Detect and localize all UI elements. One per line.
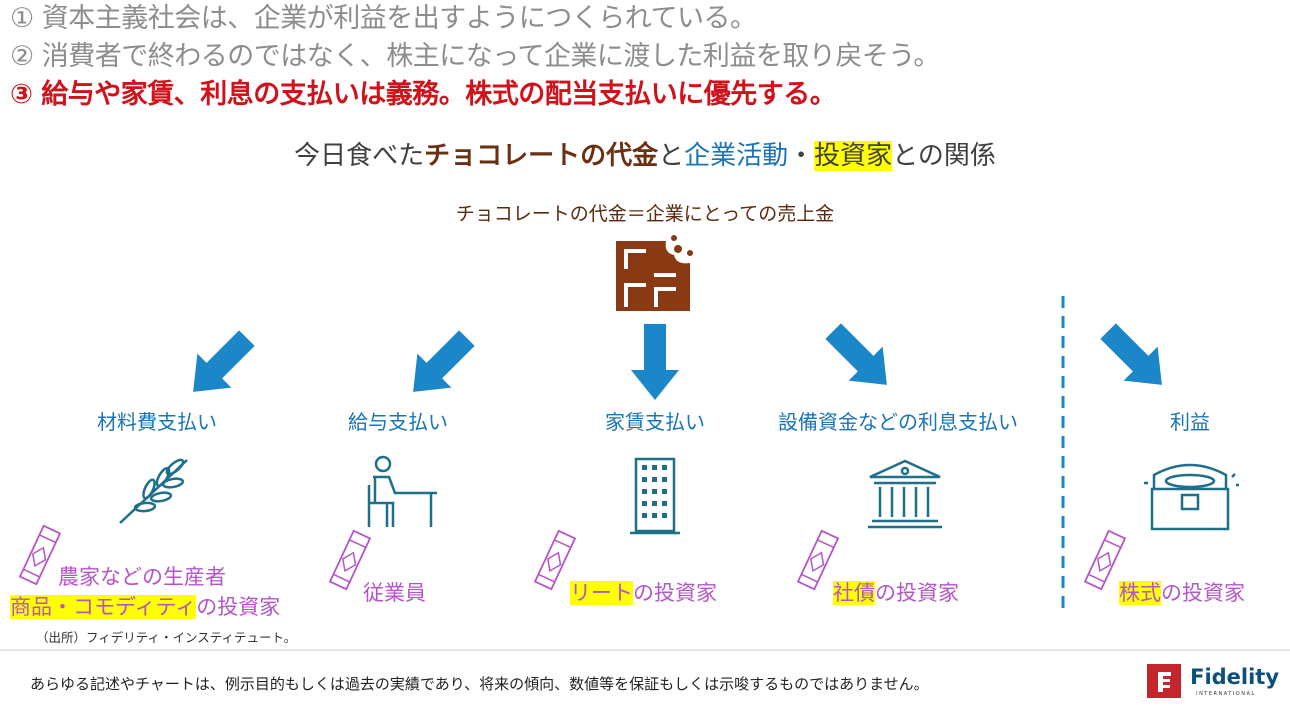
flow-label-interest: 設備資金などの利息支払い [778, 410, 1018, 434]
bank-icon [868, 459, 942, 529]
chocolate-wrapper-icon [328, 529, 372, 591]
title-chocolate: チョコレートの代金 [424, 141, 659, 171]
divider-dashed-line [1061, 296, 1065, 608]
title-and: と [658, 141, 685, 171]
chocolate-wrapper-icon [796, 529, 840, 591]
source-note: （出所）フィデリティ・インスティテュート。 [36, 630, 297, 645]
recipient-farmers: 農家などの生産者 [58, 565, 226, 589]
title-investor: 投資家 [814, 141, 893, 171]
fidelity-logo: Fidelity INTERNATIONAL [1147, 664, 1279, 698]
recipient-bond-investors: 社債の投資家 [833, 580, 959, 606]
worker-desk-icon [367, 455, 437, 527]
recipient-stock-investors: 株式の投資家 [1119, 580, 1245, 606]
flow-label-materials: 材料費支払い [97, 410, 217, 434]
recipient-suffix: の投資家 [196, 595, 281, 619]
title-pre: 今日食べた [294, 141, 425, 171]
chocolate-wrapper-icons [18, 524, 1127, 591]
flow-label-profit: 利益 [1170, 410, 1210, 434]
point-3: ③ 給与や家賃、利息の支払いは義務。株式の配当支払いに優先する。 [10, 79, 837, 110]
arrow-profit [1100, 323, 1162, 385]
treasure-chest-icon [1144, 463, 1239, 531]
title-corporate: 企業活動 [684, 141, 789, 171]
logo-sub: INTERNATIONAL [1196, 690, 1256, 697]
title-post: との関係 [892, 141, 996, 171]
arrow-rent [631, 324, 679, 400]
chocolate-icon [616, 235, 693, 311]
recipient-reit-investors: リートの投資家 [570, 580, 717, 606]
wheat-icon [119, 458, 188, 524]
highlight-stock: 株式 [1119, 581, 1161, 605]
recipient-suffix: の投資家 [875, 581, 959, 605]
title-dot: ・ [788, 141, 815, 171]
building-icon [630, 457, 680, 535]
highlight-bond: 社債 [833, 581, 875, 605]
arrow-materials [193, 330, 255, 392]
flow-label-salary: 給与支払い [348, 410, 448, 434]
arrow-interest [825, 323, 887, 385]
highlight-commodity: 商品・コモディティ [10, 595, 197, 619]
diagram-title: 今日食べたチョコレートの代金と企業活動・投資家との関係 [0, 140, 1290, 172]
recipient-commodity-investors: 商品・コモディティの投資家 [10, 594, 280, 620]
chocolate-wrapper-icon [1083, 529, 1127, 591]
flow-label-rent: 家賃支払い [605, 410, 705, 434]
point-1: ① 資本主義社会は、企業が利益を出すようにつくられている。 [10, 3, 757, 34]
fidelity-logo-mark [1147, 664, 1181, 698]
chocolate-wrapper-icon [18, 524, 62, 586]
chocolate-wrapper-icon [533, 529, 577, 591]
subtitle: チョコレートの代金＝企業にとっての売上金 [455, 203, 835, 225]
recipient-suffix: の投資家 [633, 581, 717, 605]
recipient-suffix: の投資家 [1161, 581, 1245, 605]
point-2: ② 消費者で終わるのではなく、株主になって企業に渡した利益を取り戻そう。 [10, 41, 940, 72]
recipient-employees: 従業員 [363, 581, 426, 605]
footer-divider [0, 649, 1290, 651]
highlight-reit: リート [570, 581, 633, 605]
logo-name: Fidelity [1190, 664, 1280, 689]
flow-arrows [193, 323, 1162, 400]
arrow-salary [413, 330, 475, 392]
disclaimer: あらゆる記述やチャートは、例示目的もしくは過去の実績であり、将来の傾向、数値等を… [30, 675, 929, 693]
